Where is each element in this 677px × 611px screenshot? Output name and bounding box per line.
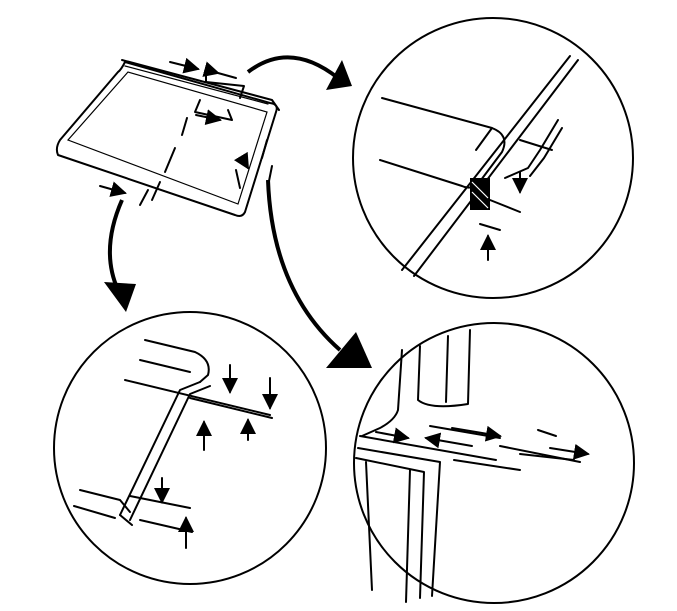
top-right-detail [352,17,634,299]
callout-arrows [104,55,372,368]
bottom-right-detail [353,322,635,604]
windshield-overview [55,57,280,217]
bottom-left-detail [53,311,327,585]
detail-markers [99,57,273,206]
adhesive-bead [470,178,490,210]
